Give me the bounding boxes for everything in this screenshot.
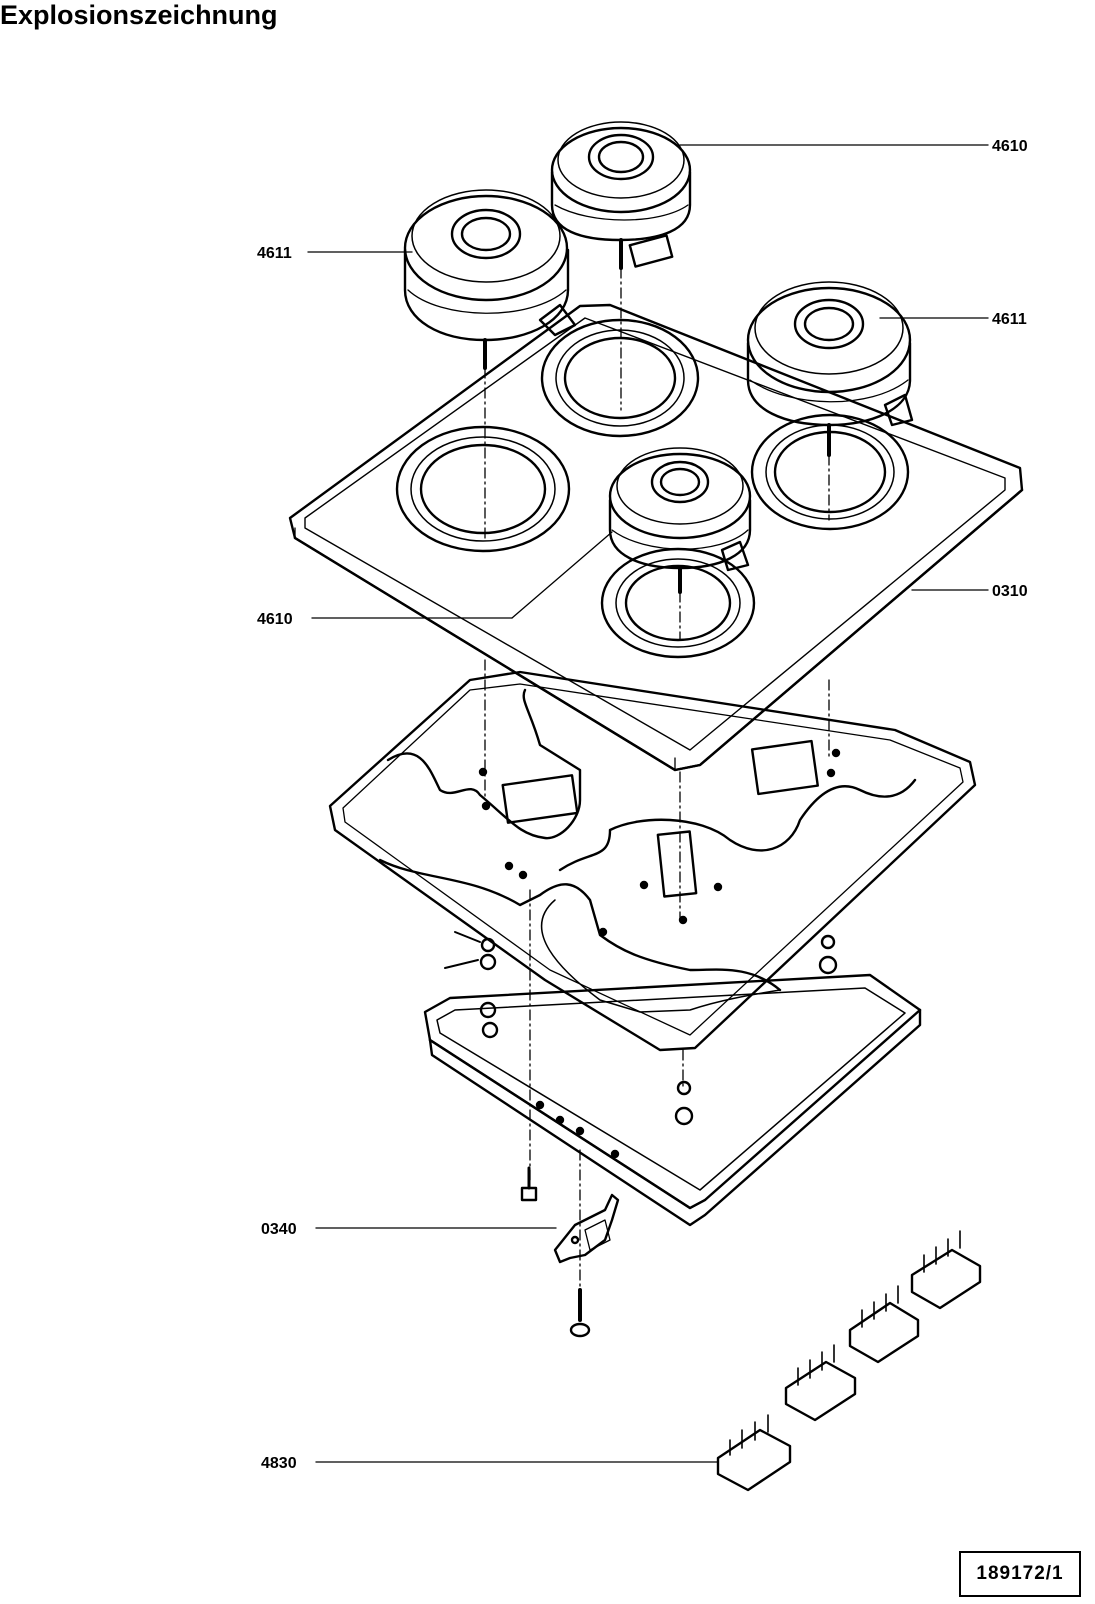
burner-4611-left	[403, 189, 577, 370]
callout-label: 4611	[257, 245, 292, 262]
callout-label: 4611	[992, 311, 1027, 328]
clamp-0340	[553, 1193, 620, 1338]
callout-label: 4610	[992, 138, 1028, 155]
assembly-axis-lines	[484, 267, 830, 1291]
burner-4611-right	[746, 281, 914, 457]
callout-label: 0340	[261, 1221, 297, 1238]
burner-4610-rear	[550, 121, 692, 270]
document-number-box: 189172/1	[959, 1551, 1081, 1597]
leader-lines	[307, 144, 989, 1463]
callout-label: 4830	[261, 1455, 297, 1472]
fasteners	[444, 931, 838, 1202]
hob-top-plate	[288, 303, 1024, 772]
callout-label: 0310	[992, 583, 1028, 600]
page-title: Explosionszeichnung	[0, 0, 278, 30]
bottom-tray	[423, 973, 922, 1227]
terminal-blocks-4830	[716, 1230, 982, 1492]
mounting-frame	[328, 670, 977, 1052]
callout-labels: 4610 4611 4611 4610 0310 0340 4830	[257, 138, 1028, 1472]
callout-label: 4610	[257, 611, 293, 628]
document-number: 189172/1	[976, 1563, 1064, 1584]
burner-4610-front	[608, 447, 752, 594]
